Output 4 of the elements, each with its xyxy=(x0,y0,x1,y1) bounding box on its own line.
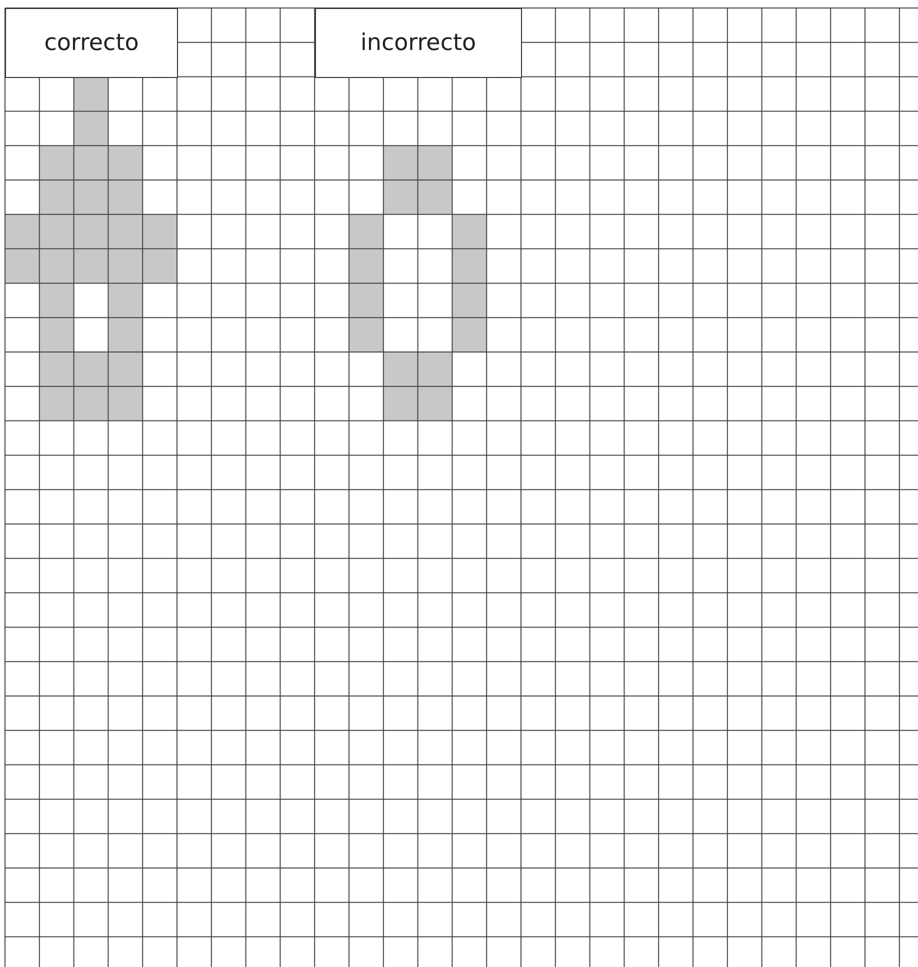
label-box xyxy=(314,8,522,78)
label-text: correcto xyxy=(44,30,139,56)
label-box xyxy=(5,8,178,78)
label-text: incorrecto xyxy=(360,30,476,56)
